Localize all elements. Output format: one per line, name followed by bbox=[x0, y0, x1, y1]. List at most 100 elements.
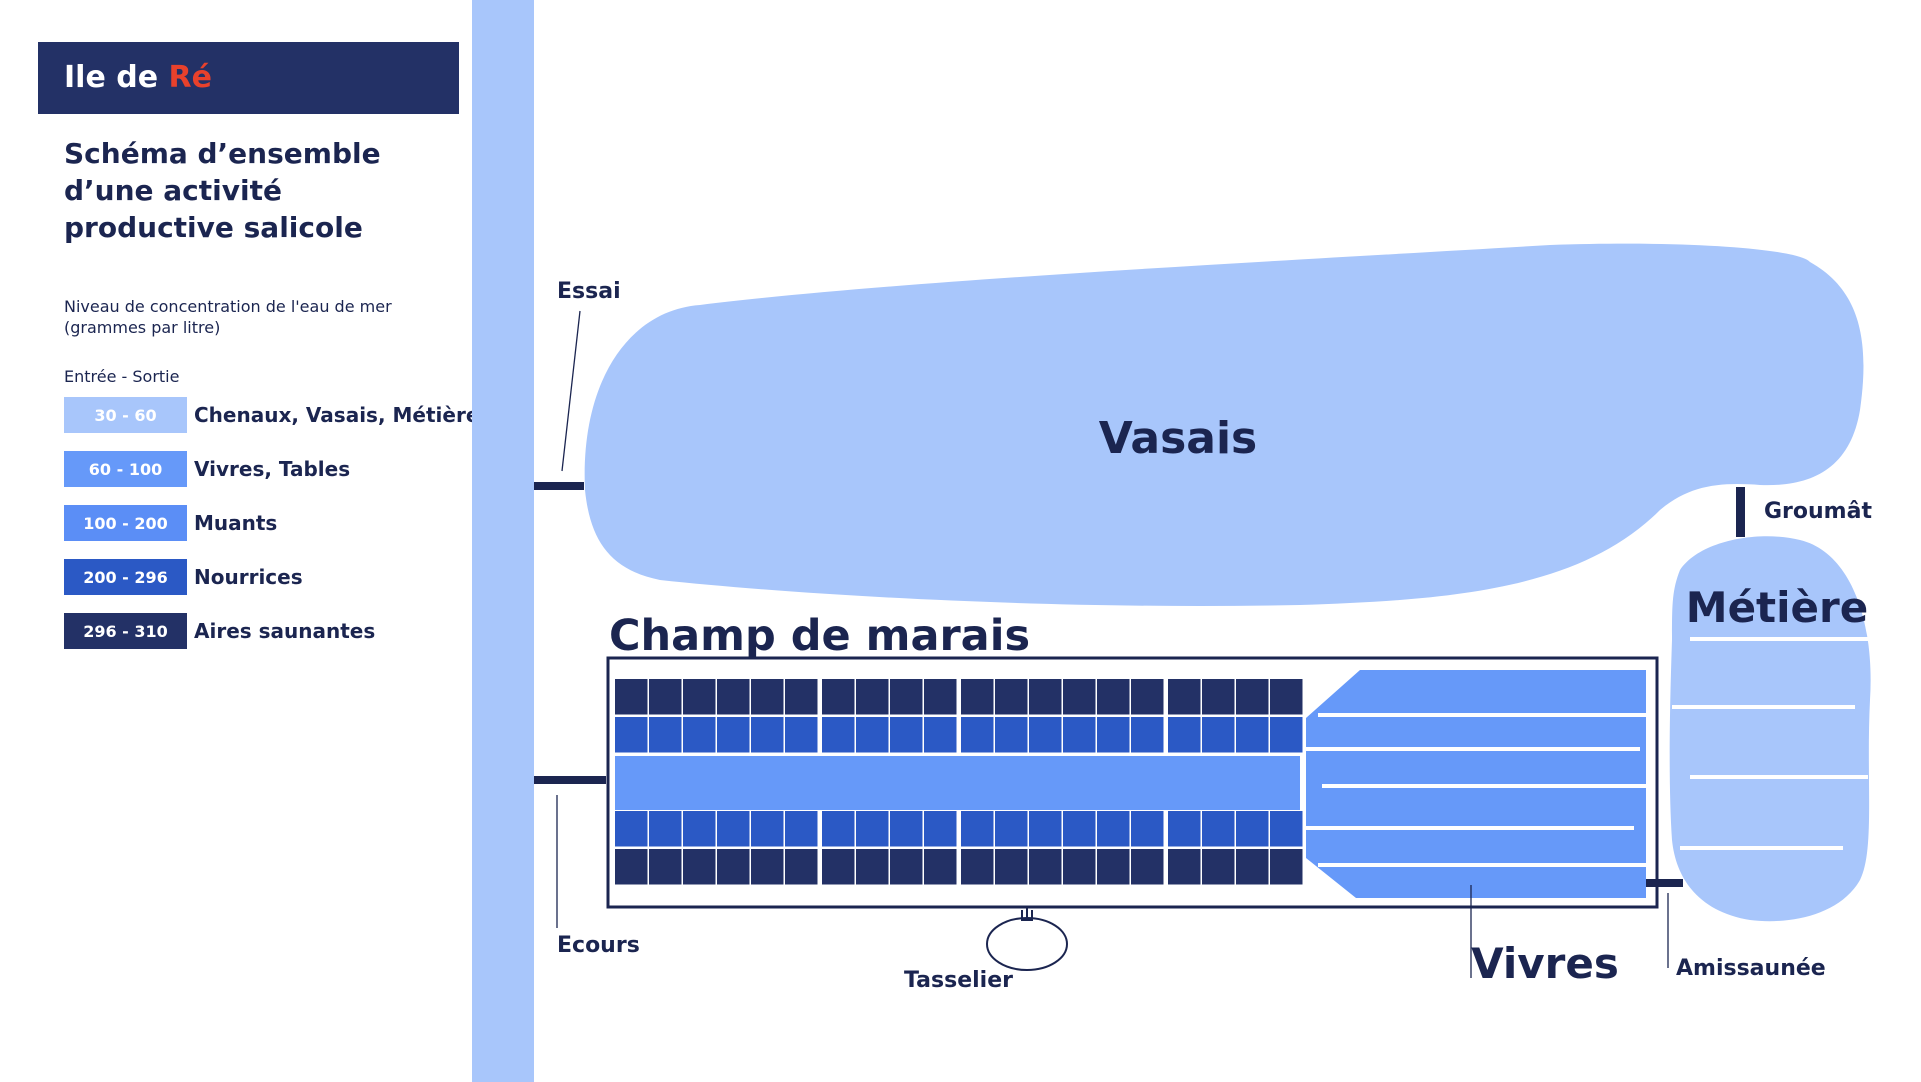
legend-swatch: 296 - 310 bbox=[64, 613, 187, 649]
legend-subtitle: Niveau de concentration de l'eau de mer … bbox=[64, 297, 392, 337]
essai-pipe bbox=[534, 482, 584, 490]
grid-cell bbox=[1131, 679, 1164, 715]
amissaunee-pipe bbox=[1643, 879, 1683, 887]
grid-cell bbox=[683, 811, 716, 847]
grid-cell bbox=[1270, 811, 1303, 847]
vasais-basin bbox=[584, 243, 1864, 606]
metiere-dividers bbox=[1672, 637, 1868, 850]
grid-cell bbox=[1131, 811, 1164, 847]
grid-cell bbox=[1029, 811, 1062, 847]
muants-band bbox=[615, 756, 1300, 810]
grid-cell bbox=[649, 811, 682, 847]
grid-cell bbox=[717, 717, 750, 753]
vasais-label: Vasais bbox=[1099, 413, 1258, 464]
grid-cell bbox=[1168, 679, 1201, 715]
grid-cell bbox=[1168, 849, 1201, 885]
grid-cell bbox=[1270, 679, 1303, 715]
grid-cell bbox=[1168, 717, 1201, 753]
grid-cell bbox=[751, 679, 784, 715]
grid-cell bbox=[1236, 717, 1269, 753]
legend-heading: Entrée - Sortie bbox=[64, 367, 180, 386]
legend-item: 100 - 200 Muants bbox=[64, 505, 277, 541]
grid-cell bbox=[649, 849, 682, 885]
grid-cell bbox=[1131, 849, 1164, 885]
legend-item: 296 - 310 Aires saunantes bbox=[64, 613, 375, 649]
legend-label: Vivres, Tables bbox=[194, 457, 351, 481]
grid-cell bbox=[924, 717, 957, 753]
grid-cell bbox=[1270, 849, 1303, 885]
grid-cell bbox=[924, 679, 957, 715]
grid-cell bbox=[717, 811, 750, 847]
grid-cell bbox=[1029, 849, 1062, 885]
grid-cell bbox=[995, 679, 1028, 715]
legend-label: Aires saunantes bbox=[194, 619, 376, 643]
grid-cell bbox=[1029, 717, 1062, 753]
grid-cell bbox=[856, 849, 889, 885]
grid-cell bbox=[961, 679, 994, 715]
tasselier-neck bbox=[1021, 910, 1033, 921]
grid-cell bbox=[1236, 811, 1269, 847]
legend-label: Nourrices bbox=[194, 565, 303, 589]
ecours-pipe bbox=[534, 776, 606, 784]
grid-cell bbox=[961, 717, 994, 753]
grid-cell bbox=[822, 849, 855, 885]
legend-swatch: 30 - 60 bbox=[64, 397, 187, 433]
grid-cell bbox=[615, 849, 648, 885]
aires-saunantes-grid bbox=[615, 679, 1303, 885]
vivres-dividers bbox=[1306, 713, 1648, 867]
grid-cell bbox=[890, 849, 923, 885]
amissaunee-label: Amissaunée bbox=[1676, 956, 1826, 981]
grid-cell bbox=[1097, 717, 1130, 753]
grid-cell bbox=[615, 717, 648, 753]
grid-cell bbox=[822, 679, 855, 715]
grid-cell bbox=[1202, 679, 1235, 715]
grid-cell bbox=[683, 717, 716, 753]
grid-cell bbox=[1202, 849, 1235, 885]
champ-frame bbox=[606, 656, 1659, 909]
header-accent: Ré bbox=[168, 60, 212, 95]
grid-cell bbox=[1063, 717, 1096, 753]
essai-label: Essai bbox=[557, 279, 621, 304]
grid-cell bbox=[822, 811, 855, 847]
grid-cell bbox=[717, 849, 750, 885]
grid-cell bbox=[785, 811, 818, 847]
grid-cell bbox=[649, 717, 682, 753]
legend-swatch: 60 - 100 bbox=[64, 451, 187, 487]
champ-label: Champ de marais bbox=[609, 611, 1030, 661]
page-title: Schéma d’ensemble d’une activité product… bbox=[64, 137, 381, 244]
legend-item: 30 - 60 Chenaux, Vasais, Métières bbox=[64, 397, 491, 433]
grid-cell bbox=[924, 849, 957, 885]
grid-cell bbox=[924, 811, 957, 847]
legend-label: Chenaux, Vasais, Métières bbox=[194, 403, 492, 427]
grid-cell bbox=[1236, 679, 1269, 715]
grid-cell bbox=[751, 717, 784, 753]
grid-cell bbox=[890, 811, 923, 847]
grid-cell bbox=[1097, 679, 1130, 715]
grid-cell bbox=[1270, 717, 1303, 753]
grid-cell bbox=[822, 717, 855, 753]
grid-cell bbox=[1063, 849, 1096, 885]
legend-swatch: 200 - 296 bbox=[64, 559, 187, 595]
grid-cell bbox=[856, 811, 889, 847]
leader-lines bbox=[556, 310, 1669, 978]
tasselier-label: Tasselier bbox=[904, 968, 1013, 993]
grid-cell bbox=[995, 849, 1028, 885]
metiere-basin bbox=[1669, 536, 1871, 922]
grid-cell bbox=[1131, 717, 1164, 753]
header-prefix: Ile de bbox=[64, 60, 169, 95]
grid-cell bbox=[1097, 811, 1130, 847]
legend-label: Muants bbox=[194, 511, 278, 535]
grid-cell bbox=[615, 811, 648, 847]
grid-cell bbox=[683, 849, 716, 885]
grid-cell bbox=[1063, 811, 1096, 847]
grid-cell bbox=[856, 679, 889, 715]
grid-cell bbox=[785, 717, 818, 753]
groumat-pipe bbox=[1736, 487, 1745, 537]
vivres-label: Vivres bbox=[1471, 939, 1619, 988]
grid-cell bbox=[1236, 849, 1269, 885]
grid-cell bbox=[649, 679, 682, 715]
grid-cell bbox=[717, 679, 750, 715]
metiere-label: Métière bbox=[1686, 583, 1868, 632]
grid-cell bbox=[751, 811, 784, 847]
